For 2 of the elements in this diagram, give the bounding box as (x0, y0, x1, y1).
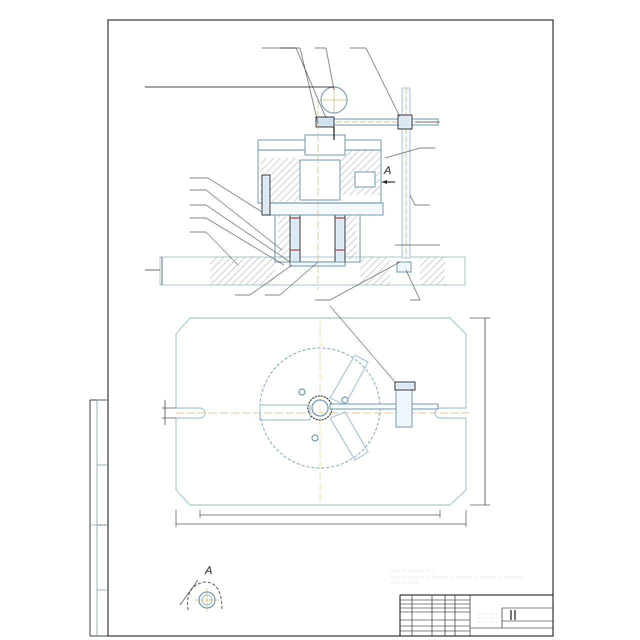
view-label: A (205, 566, 212, 577)
view-label: A (384, 166, 392, 177)
